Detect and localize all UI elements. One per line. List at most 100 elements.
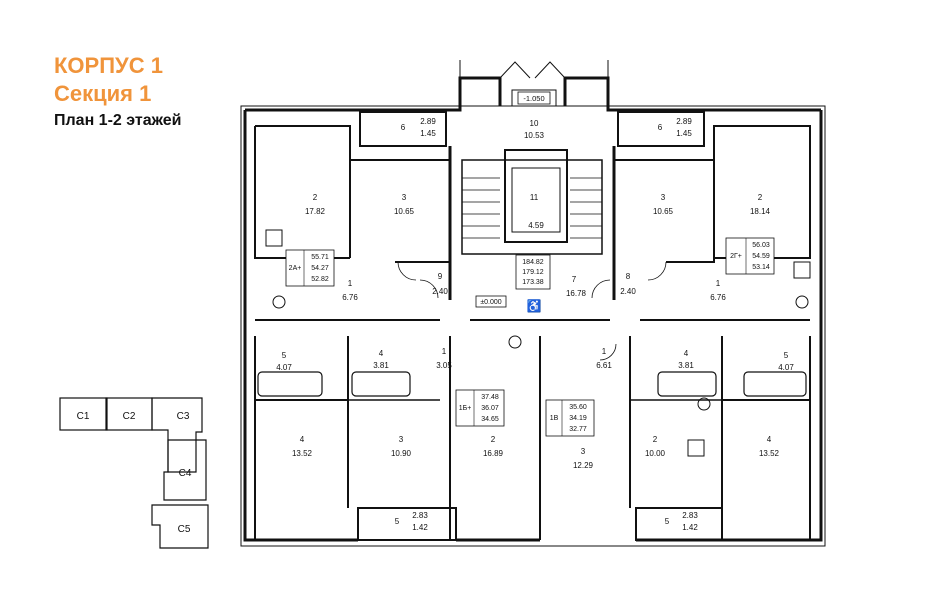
floor-level-mark: ±0.000 — [480, 299, 501, 306]
apt-1v-room-area: 12.29 — [573, 461, 594, 470]
apt-1v-area-total: 35.60 — [569, 404, 587, 411]
corridor-right-area: 2.40 — [620, 287, 636, 296]
apt-1b-room-area: 3.81 — [373, 361, 389, 370]
key-section-c3[interactable] — [151, 397, 203, 473]
apt-1v-type: 1В — [550, 415, 559, 422]
entrance-level-mark: -1.050 — [523, 94, 544, 103]
apartment-2a[interactable]: 2А+ 55.71 54.27 52.82 2 17.82 3 10.65 1 … — [276, 117, 436, 372]
apt-2a-room-area: 4.07 — [276, 363, 292, 372]
key-label-c2: C2 — [123, 411, 136, 422]
interior-walls — [254, 125, 811, 540]
apt-2g-room-area: 10.65 — [653, 207, 674, 216]
apt-2g-room-num: 3 — [661, 193, 666, 202]
section-title: Секция 1 — [54, 81, 152, 106]
apt-1b-room-num: 3 — [399, 435, 404, 444]
apt-2a-room-area: 10.65 — [394, 207, 415, 216]
apt-1b-room-area: 2.83 — [412, 511, 428, 520]
apt-1b-room-num: 2 — [491, 435, 496, 444]
title-block: КОРПУС 1 Секция 1 План 1-2 этажей — [54, 52, 181, 132]
apt-1v-area-living: 32.77 — [569, 426, 587, 433]
key-section-c4[interactable] — [163, 439, 207, 501]
apt-1b-room-area: 10.90 — [391, 449, 412, 458]
corridor-right-num: 8 — [626, 272, 631, 281]
apt-1b-room-area2: 1.42 — [412, 523, 428, 532]
apt-1b-room-num: 1 — [442, 347, 447, 356]
key-label-c5: C5 — [178, 524, 191, 535]
apt-1v-room-num: 3 — [581, 447, 586, 456]
vestibule-area: 10.53 — [524, 131, 545, 140]
apt-2g-area-living: 53.14 — [752, 264, 770, 271]
apt-1v-room-area: 2.83 — [682, 511, 698, 520]
apt-1v-room-num: 4 — [767, 435, 772, 444]
apt-2a-type: 2А+ — [289, 265, 302, 272]
apt-2g-room-num: 5 — [784, 351, 789, 360]
apt-2a-room-area2: 1.45 — [420, 129, 436, 138]
corridor-left-num: 9 — [438, 272, 443, 281]
apt-1v-room-num: 5 — [665, 517, 670, 526]
apt-2g-room-num: 1 — [716, 279, 721, 288]
apt-2a-room-area: 2.89 — [420, 117, 436, 126]
plan-subtitle: План 1-2 этажей — [54, 112, 182, 129]
apt-2g-room-area: 4.07 — [778, 363, 794, 372]
common-areas: -1.050 10 10.53 11 4.59 184.82 179.12 17… — [432, 91, 636, 313]
apt-1b-room-num: 4 — [379, 349, 384, 358]
accessibility-icon: ♿ — [527, 299, 542, 313]
elevator-num: 11 — [530, 193, 539, 202]
floor-total-1: 184.82 — [522, 259, 544, 266]
apt-1v-room-area: 10.00 — [645, 449, 666, 458]
apt-1v-room-num: 4 — [684, 349, 689, 358]
apt-1v-area-reduced: 34.19 — [569, 415, 587, 422]
apt-1b-room-area: 16.89 — [483, 449, 504, 458]
apt-2a-room-num: 1 — [348, 279, 353, 288]
apt-2a-room-area: 6.76 — [342, 293, 358, 302]
key-plan: C1 C2 C3 C4 C5 — [59, 397, 209, 549]
apt-1v-room-area2: 1.42 — [682, 523, 698, 532]
apt-1v-room-area: 3.81 — [678, 361, 694, 370]
vestibule-num: 10 — [530, 119, 539, 128]
apt-2a-room-num: 2 — [313, 193, 318, 202]
apartment-1v[interactable]: 1В 35.60 34.19 32.77 1 6.61 4 3.81 3 12.… — [545, 347, 780, 532]
apt-1b-area-living: 34.65 — [481, 416, 499, 423]
apt-2a-room-area: 17.82 — [305, 207, 326, 216]
apt-1v-room-num: 1 — [602, 347, 607, 356]
apt-2g-type: 2Г+ — [730, 253, 742, 260]
apt-1v-room-area: 13.52 — [759, 449, 780, 458]
apt-2a-room-num: 6 — [401, 123, 406, 132]
apt-1b-room-num: 4 — [300, 435, 305, 444]
apt-1b-room-area: 13.52 — [292, 449, 313, 458]
apt-1b-type: 1Б+ — [459, 405, 472, 412]
lobby-area: 16.78 — [566, 289, 587, 298]
apt-2g-room-area: 6.76 — [710, 293, 726, 302]
apt-1b-area-total: 37.48 — [481, 394, 499, 401]
apt-2a-room-num: 3 — [402, 193, 407, 202]
apt-2a-area-living: 52.82 — [311, 276, 329, 283]
apartment-2g[interactable]: 2Г+ 56.03 54.59 53.14 2 18.14 3 10.65 1 … — [653, 117, 794, 372]
apt-2a-area-total: 55.71 — [311, 254, 329, 261]
apt-2a-area-reduced: 54.27 — [311, 265, 329, 272]
key-label-c1: C1 — [77, 411, 90, 422]
key-label-c3: C3 — [177, 411, 190, 422]
apt-1b-area-reduced: 36.07 — [481, 405, 499, 412]
apt-1b-room-num: 5 — [395, 517, 400, 526]
floor-total-3: 173.38 — [522, 279, 544, 286]
apartment-1b[interactable]: 1Б+ 37.48 36.07 34.65 4 3.81 1 3.05 2 16… — [292, 347, 505, 532]
apt-2g-area-total: 56.03 — [752, 242, 770, 249]
building-outline — [240, 60, 826, 547]
apt-1b-room-area: 3.05 — [436, 361, 452, 370]
apt-1v-room-num: 2 — [653, 435, 658, 444]
apt-1v-room-area: 6.61 — [596, 361, 612, 370]
key-section-c5[interactable] — [151, 504, 209, 549]
key-label-c4: C4 — [179, 468, 192, 479]
lobby-num: 7 — [572, 275, 577, 284]
apt-2g-room-num: 6 — [658, 123, 663, 132]
apt-2g-room-area: 18.14 — [750, 207, 771, 216]
key-section-c1[interactable] — [59, 397, 108, 431]
apt-2a-room-num: 5 — [282, 351, 287, 360]
apt-2g-room-area2: 1.45 — [676, 129, 692, 138]
building-title: КОРПУС 1 — [54, 53, 163, 78]
apt-2g-room-num: 2 — [758, 193, 763, 202]
floor-total-2: 179.12 — [522, 269, 544, 276]
apt-2g-room-area: 2.89 — [676, 117, 692, 126]
elevator-area: 4.59 — [528, 221, 544, 230]
